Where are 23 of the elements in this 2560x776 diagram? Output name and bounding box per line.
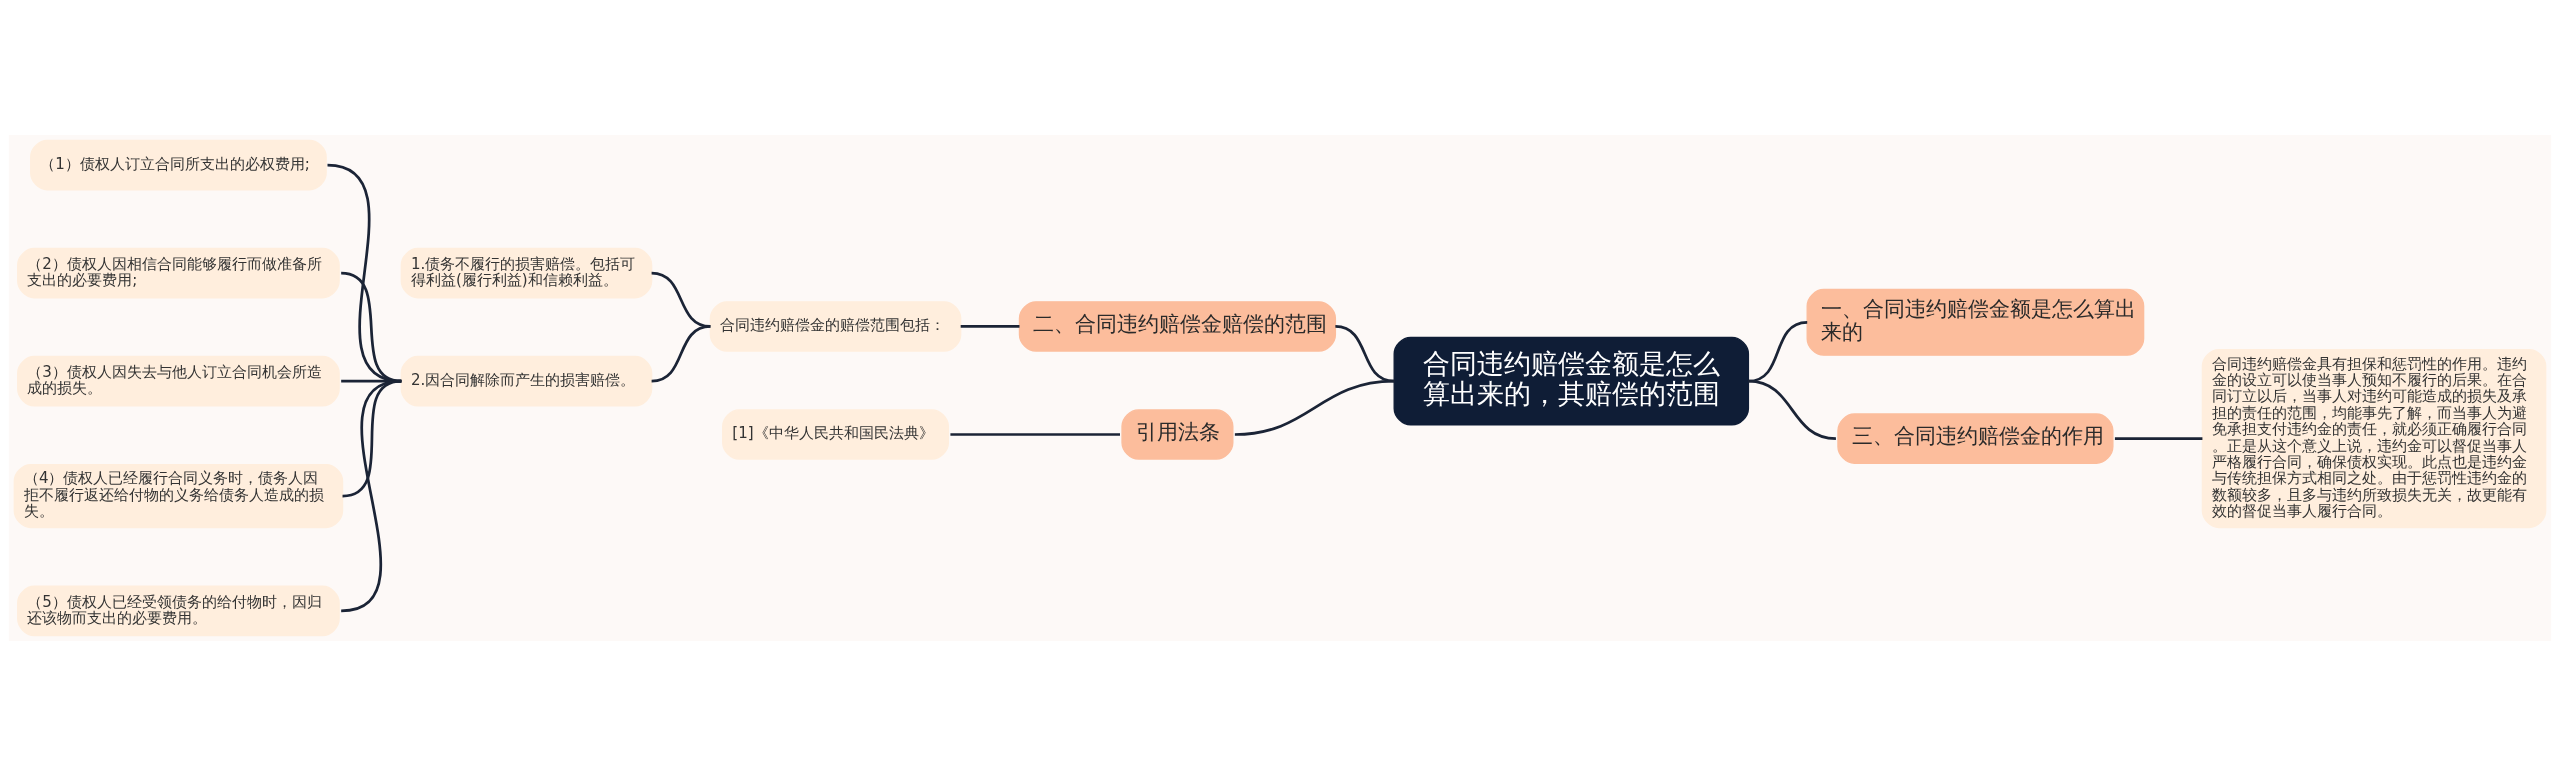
node-box: 引用法条 [1121,409,1234,460]
connector [1234,379,1395,436]
node-box: （2）债权人因相信合同能够履行而做准备所支出的必要费用; [17,247,340,299]
node-box: 1.债务不履行的损害赔偿。包括可得利益(履行利益)和信赖利益。 [400,247,653,299]
node-box: 2.因合同解除而产生的损害赔偿。 [400,355,653,407]
node-box: （4）债权人已经履行合同义务时，债务人因拒不履行返还给付物的义务给债务人造成的损失。 [13,463,344,529]
connector [960,325,1020,328]
connector [651,325,711,383]
node-box: （5）债权人已经受领债务的给付物时，因归还该物而支出的必要费用。 [17,585,340,637]
node-box: （1）债权人订立合同所支出的必权费用; [30,139,327,191]
node-box: 合同违约赔偿金具有担保和惩罚性的作用。违约金的设立可以使当事人预知不履行的后果。在合同订立以后，当事人对违约可能造成的损失及承担的责任的范围，均能事先了解，而当事人为避免承担支付违约金的责任，就必须正确履行合同。正是从这个意义上说，违约金可以督促当事人严格履行合同，确保债权实现。此点也是违约金与传统担保方式相同之处。由于惩罚性违约金的数额较多，且多与违约所致损失无关，故更能有效的督促当事人履行合同。 [2201,349,2547,529]
node-box: 一、合同违约赔偿金额是怎么算出来的 [1806,288,2145,356]
connector [1748,321,1808,383]
node-box: （3）债权人因失去与他人订立合同机会所造成的损失。 [17,355,340,407]
node-box: [1]《中华人民共和国民法典》 [722,409,950,460]
connector [340,379,402,613]
node-box: 二、合同违约赔偿金赔偿的范围 [1018,301,1337,352]
node-box: 三、合同违约赔偿金的作用 [1837,413,2114,464]
node-box: 合同违约赔偿金额是怎么算出来的，其赔偿的范围 [1393,336,1750,426]
connector [2114,437,2203,440]
node-box: 合同违约赔偿金的赔偿范围包括： [709,301,962,352]
connector [950,433,1120,436]
connector [1748,379,1837,440]
